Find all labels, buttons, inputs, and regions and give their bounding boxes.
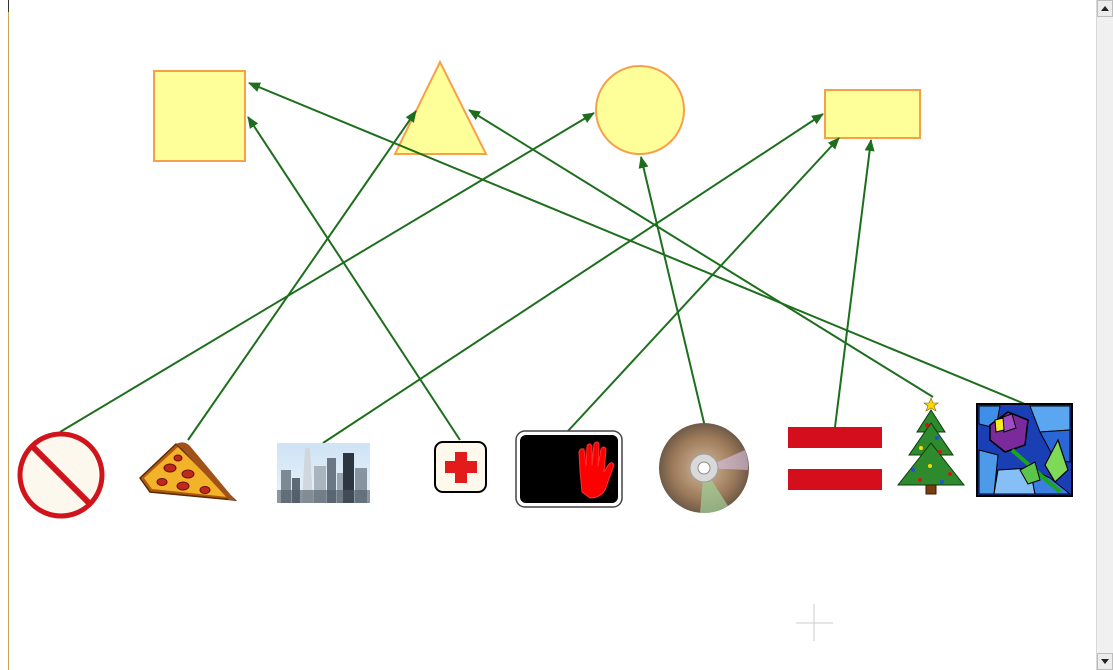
left-border — [0, 0, 9, 670]
scroll-up-button[interactable] — [1097, 0, 1113, 17]
city-skyline-icon[interactable] — [277, 443, 370, 503]
arrow-pizza-to-triangle — [187, 110, 417, 441]
arrow-first-aid-to-square — [247, 116, 461, 441]
stop-hand-icon[interactable] — [515, 430, 623, 508]
left-border-mark — [8, 0, 9, 12]
no-symbol-icon[interactable] — [17, 431, 105, 519]
vertical-scrollbar[interactable] — [1096, 0, 1113, 670]
christmas-tree-icon[interactable] — [896, 397, 966, 495]
austria-flag-icon[interactable] — [788, 427, 882, 490]
rectangle-target[interactable] — [824, 89, 921, 139]
arrow-up-icon — [1101, 6, 1109, 11]
arrow-stained-glass-to-square — [248, 82, 1026, 405]
triangle-target[interactable] — [393, 59, 488, 155]
circle-target[interactable] — [595, 65, 685, 155]
cd-disc-icon[interactable] — [659, 423, 749, 514]
arrow-city-to-rectangle — [322, 113, 824, 444]
arrow-flag-to-rectangle — [834, 139, 875, 428]
left-border-line — [8, 0, 9, 670]
pizza-slice-icon[interactable] — [139, 442, 238, 501]
crosshair-cursor — [796, 604, 833, 641]
connection-arrows — [59, 82, 1026, 444]
arrow-no-symbol-to-circle — [59, 112, 595, 433]
arrow-cd-to-circle — [638, 156, 706, 428]
arrow-down-icon — [1101, 659, 1109, 664]
scroll-down-button[interactable] — [1097, 653, 1113, 670]
first-aid-icon[interactable] — [434, 441, 487, 493]
arrow-tree-to-triangle — [468, 109, 934, 398]
stained-glass-flower-icon[interactable] — [976, 403, 1073, 497]
square-target[interactable] — [153, 70, 246, 162]
arrow-stop-hand-to-rectangle — [567, 137, 840, 432]
